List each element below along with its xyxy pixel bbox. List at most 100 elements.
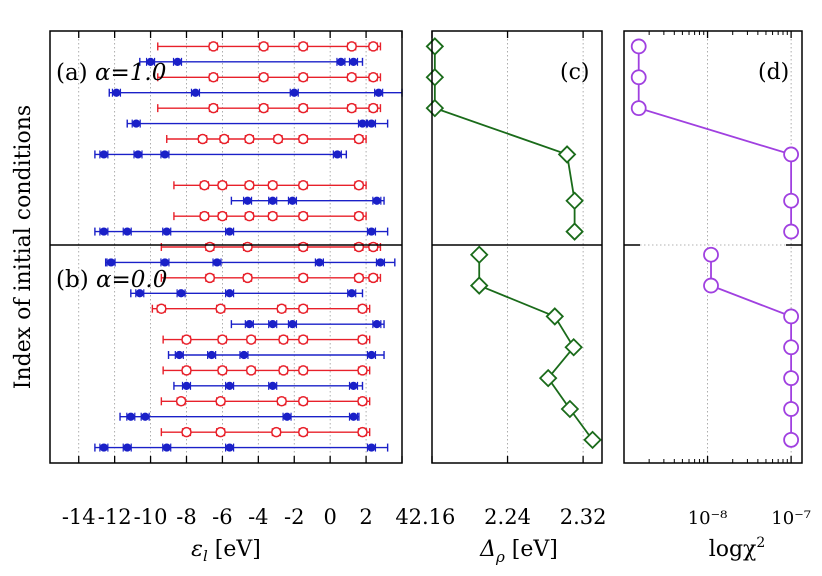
data-point-blue [349,381,358,390]
data-point-red [217,334,228,345]
data-point-blue [268,320,277,329]
panel-c-label: (c) [560,60,590,85]
data-point-blue [191,88,200,97]
data-point-purple [783,192,800,209]
x-axis-label-c-symbol: Δ [479,537,496,562]
data-point-red [297,241,309,253]
data-point-blue [112,88,121,97]
x-axis-label-a: εl [eV] [191,537,261,565]
data-point-red [215,396,226,407]
series-line-green [433,46,576,232]
data-point-blue [212,258,222,267]
x-tick-label-d: 10⁻⁷ [771,508,811,529]
data-point-blue [372,196,381,205]
data-point-diamond [538,368,558,388]
data-point-red [353,241,365,253]
data-point-blue [225,227,234,236]
data-point-red [297,426,309,438]
panel-a-label: (a) α=1.0 [56,60,166,86]
data-point-red [297,102,309,114]
data-point-blue [268,381,277,390]
data-point-purple [783,431,800,448]
data-point-blue [333,150,342,159]
data-point-diamond [469,276,489,295]
data-point-blue [162,227,171,236]
data-point-purple [783,401,800,417]
series-line-purple [710,254,793,440]
data-point-blue [177,289,186,298]
data-point-diamond [425,68,445,87]
data-point-red [258,41,269,52]
panel-d-label: (d) [758,60,789,85]
data-point-diamond [560,399,580,419]
data-point-red [204,272,216,284]
panel-b-prefix: (b) [56,267,96,293]
data-point-red [357,334,368,345]
data-point-red [368,102,379,114]
data-point-red [297,210,309,222]
x-axis-label-c: Δρ [eV] [479,537,558,566]
x-axis-label-d: logχ2 [709,535,766,562]
data-point-blue [132,119,141,128]
data-point-red [208,72,219,83]
data-point-blue [347,289,356,298]
data-point-purple [703,277,719,294]
data-point-purple [783,370,800,387]
data-point-purple [783,223,800,240]
data-point-purple [703,246,719,263]
x-tick-label-d: 10⁻⁸ [688,508,728,529]
data-point-red [244,180,255,191]
data-point-red [244,133,255,145]
data-point-red [368,241,379,253]
x-tick-label-ab: -8 [176,505,196,529]
data-point-blue [374,88,383,97]
data-point-purple [630,100,647,117]
frame-panel-ab [49,30,403,464]
data-point-red [271,426,282,438]
y-axis-label: Index of initial conditions [11,105,36,389]
data-point-blue [290,88,299,97]
data-point-red [297,180,309,191]
data-point-blue [173,57,182,66]
data-point-red [218,133,230,145]
x-axis-label-c-sub: ρ [495,548,505,566]
data-point-red [199,180,210,191]
data-point-blue [367,119,376,128]
x-axis-label-a-symbol: ε [191,537,203,562]
x-tick-label-ab: -4 [248,505,268,529]
panel-b-alpha: α=0.0 [96,267,167,293]
data-point-blue [239,350,249,360]
data-point-red [181,426,192,438]
data-point-blue [123,443,132,452]
data-point-purple [783,339,800,356]
data-point-diamond [565,191,584,210]
x-tick-label-ab: -14 [62,505,96,529]
data-point-red [245,334,257,345]
data-point-purple [630,38,647,55]
x-axis-label-a-unit: [eV] [208,537,261,562]
data-point-red [217,180,228,191]
data-point-blue [315,258,324,267]
data-point-red [353,133,365,145]
data-point-red [297,303,309,314]
data-point-red [181,365,192,376]
data-point-red [215,426,226,438]
data-point-red [297,72,309,83]
data-point-red [368,72,379,83]
data-point-red [208,41,219,52]
data-point-blue [182,381,191,390]
data-point-red [215,303,226,314]
data-point-diamond [545,307,565,326]
data-point-blue [367,227,376,236]
data-point-red [156,303,167,314]
x-tick-label-ab: -6 [212,505,232,529]
data-point-red [297,334,309,345]
data-point-blue [207,350,216,360]
data-point-diamond [469,245,489,264]
data-point-blue [160,150,170,159]
data-point-blue [99,227,108,236]
data-point-red [175,396,187,407]
data-point-blue [358,119,367,128]
x-axis-label-c-unit: [eV] [505,537,558,562]
